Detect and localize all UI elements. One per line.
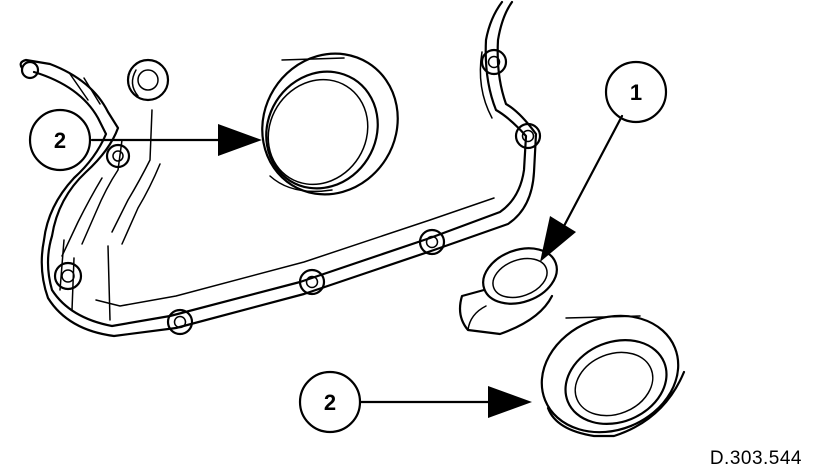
callout-2-bottom: 2 <box>298 370 362 434</box>
arrow-head-icon <box>540 216 576 262</box>
drawing-reference: D.303.544 <box>709 448 802 469</box>
cover-bolt-bosses <box>20 48 542 336</box>
callout-2-top: 2 <box>28 108 92 172</box>
bolt-boss-icon <box>514 122 542 150</box>
seal-ring-large <box>261 52 399 196</box>
bolt-boss-icon <box>480 48 508 76</box>
arrow-head-icon <box>488 386 532 418</box>
bolt-boss-icon <box>166 308 194 336</box>
crankshaft-seal <box>540 314 686 438</box>
hook-icon <box>20 60 40 80</box>
bolt-boss-icon <box>105 143 131 169</box>
bolt-boss-icon <box>53 261 83 291</box>
leader-arrows <box>90 114 624 418</box>
bolt-boss-icon <box>418 228 446 256</box>
leader-line <box>562 114 624 228</box>
callout-1: 1 <box>604 60 668 124</box>
timing-cover <box>19 0 538 338</box>
callout-label: 2 <box>54 128 66 153</box>
callout-label: 2 <box>324 390 336 415</box>
bolt-boss-icon <box>298 268 326 296</box>
oil-seal-sleeve <box>458 247 558 336</box>
callout-label: 1 <box>630 80 642 105</box>
washer-icon <box>126 58 170 102</box>
arrow-head-icon <box>218 124 262 156</box>
